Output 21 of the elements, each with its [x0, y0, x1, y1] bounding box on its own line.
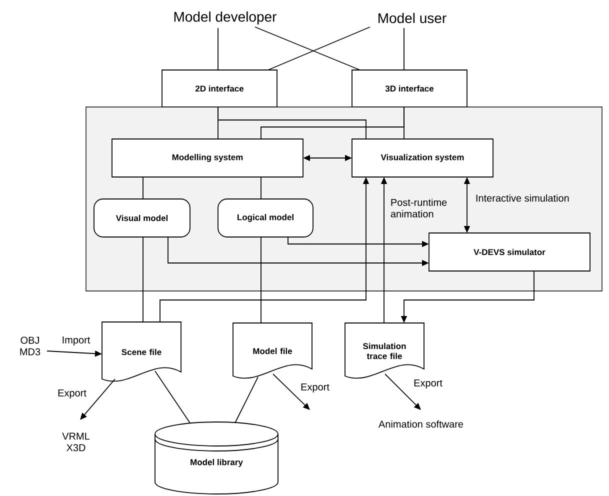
rounded-box: Logical model: [218, 198, 314, 238]
process-box: 3D interface: [352, 70, 468, 108]
arrow: [272, 374, 310, 410]
process-box: 2D interface: [162, 70, 278, 108]
edge-label: Import: [60, 336, 92, 346]
text-label: Model user: [378, 12, 446, 24]
edge-label: Export: [56, 388, 88, 400]
edge-label: Export: [412, 378, 444, 390]
rounded-box: Visual model: [94, 198, 190, 238]
text-label: Model developer: [174, 11, 276, 25]
process-box: Visualization system: [352, 138, 494, 178]
process-box: Modelling system: [112, 138, 304, 178]
text-label: Animation software: [378, 420, 464, 428]
text-label: VRML X3D: [62, 432, 90, 452]
process-box: V-DEVS simulator: [428, 232, 590, 272]
text-label: OBJ MD3: [20, 336, 40, 356]
edge-label: Export: [300, 382, 330, 394]
arrow: [80, 378, 116, 420]
arrow: [384, 374, 421, 410]
edge-label: Post-runtime animation: [389, 198, 454, 218]
database-cylinder: Model library: [154, 422, 278, 494]
